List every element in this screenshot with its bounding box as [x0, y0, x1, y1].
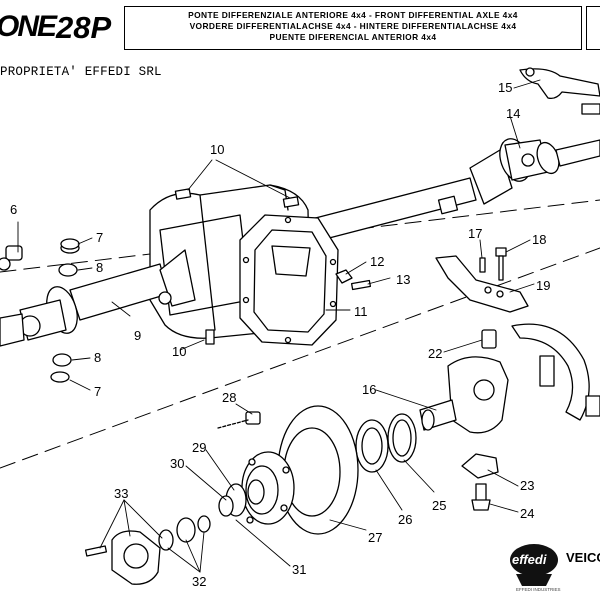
title-line-1: PONTE DIFFERENZIALE ANTERIORE 4x4 - FRON… [188, 10, 518, 20]
freewheel-hub [84, 515, 211, 585]
header: ONE 28P PONTE DIFFERENZIALE ANTERIORE 4x… [0, 0, 600, 56]
part-label-19: 19 [536, 278, 550, 293]
part-label-9: 9 [134, 328, 141, 343]
part-label-18: 18 [532, 232, 546, 247]
part-label-8-top: 8 [96, 260, 103, 275]
part-label-33: 33 [114, 486, 128, 501]
part-label-29: 29 [192, 440, 206, 455]
part-label-16: 16 [362, 382, 376, 397]
part-label-30: 30 [170, 456, 184, 471]
title-box: PONTE DIFFERENZIALE ANTERIORE 4x4 - FRON… [124, 6, 582, 50]
logo-name: effedi [512, 552, 547, 567]
part-label-27: 27 [368, 530, 382, 545]
part-label-17: 17 [468, 226, 482, 241]
part-label-6: 6 [10, 202, 17, 217]
part-label-8-bottom: 8 [94, 350, 101, 365]
part-label-26: 26 [398, 512, 412, 527]
tie-rod-bracket [435, 255, 529, 313]
effedi-logo-mark [510, 544, 558, 586]
brand-model: 28P [56, 10, 112, 45]
universal-joint-left [0, 286, 78, 347]
brand-logo: ONE 28P [0, 6, 120, 50]
logo-side-text: VEICO [566, 550, 600, 565]
hub-bearing [218, 483, 247, 517]
universal-joint-right [499, 138, 600, 182]
pin-and-bolt [479, 247, 507, 281]
part-label-25: 25 [432, 498, 446, 513]
brake-disc [277, 405, 359, 535]
part-label-10-top: 10 [210, 142, 224, 157]
logo-tagline: EFFEDI INDUSTRIES [516, 587, 561, 592]
part-label-22: 22 [428, 346, 442, 361]
part-label-23: 23 [520, 478, 534, 493]
part-label-7-bottom: 7 [94, 384, 101, 399]
ownership-note: PROPRIETA' EFFEDI SRL [0, 65, 162, 79]
brake-shield [511, 323, 600, 421]
effedi-logo: effedi VEICO EFFEDI INDUSTRIES [506, 540, 600, 600]
wheel-stud [217, 411, 261, 429]
left-seals [0, 238, 80, 383]
wheel-hub [241, 451, 295, 525]
king-pin-bushing [481, 329, 497, 349]
page-number-box [586, 6, 600, 50]
part-label-7-top: 7 [96, 230, 103, 245]
part-label-10-bottom: 10 [172, 344, 186, 359]
steering-knuckle [419, 356, 509, 434]
assembly-axis-lower [0, 247, 600, 469]
part-label-15: 15 [498, 80, 512, 95]
differential-cover [239, 214, 339, 346]
knuckle-bolts [461, 453, 499, 511]
part-label-24: 24 [520, 506, 534, 521]
title-line-2: VORDERE DIFFERENTIALACHSE 4x4 - HINTERE … [189, 21, 517, 31]
part-label-31: 31 [292, 562, 306, 577]
part-label-32: 32 [192, 574, 206, 589]
brand-name: ONE [0, 10, 57, 43]
leader-lines [17, 79, 541, 573]
part-label-14: 14 [506, 106, 520, 121]
seal-rings [355, 413, 417, 473]
part-label-28: 28 [222, 390, 236, 405]
part-label-12: 12 [370, 254, 384, 269]
nut-and-screw [335, 269, 372, 291]
steering-arm [519, 67, 600, 115]
part-label-13: 13 [396, 272, 410, 287]
part-label-11: 11 [354, 304, 368, 319]
title-line-3: PUENTE DIFERENCIAL ANTERIOR 4x4 [269, 32, 437, 42]
